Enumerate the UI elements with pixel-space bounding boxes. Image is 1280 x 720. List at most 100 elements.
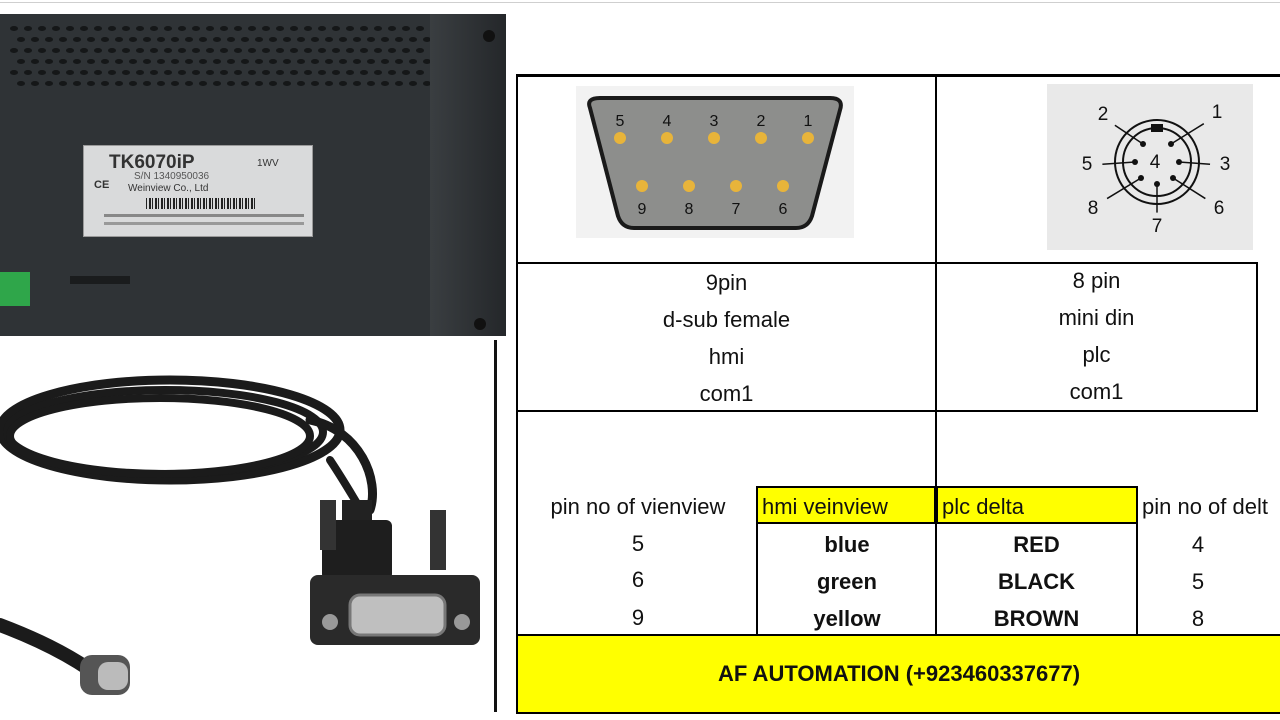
din-pin [1154,181,1160,187]
vent-hole [388,70,396,75]
din-pin-leader [1106,177,1142,200]
vent-hole [360,26,368,31]
table-border [516,410,1258,412]
vent-hole [395,37,403,42]
vent-hole [367,59,375,64]
vent-hole [339,59,347,64]
din-pin-label: 7 [1152,216,1163,237]
vent-hole [122,26,130,31]
vent-hole [213,81,221,86]
row3-hmi-pin: 9 [631,605,645,630]
vent-hole [262,48,270,53]
vent-hole [255,37,263,42]
vent-hole [122,70,130,75]
dsub-pin-label: 8 [685,201,694,218]
vent-hole [311,37,319,42]
vent-hole [17,81,25,86]
vent-hole [31,81,39,86]
vent-hole [416,26,424,31]
vent-hole [164,26,172,31]
ce-mark: CE [94,179,110,191]
vent-hole [199,59,207,64]
vent-hole [115,37,123,42]
vent-hole [199,81,207,86]
vent-hole [409,59,417,64]
vent-hole [304,26,312,31]
table-border [935,74,937,636]
vent-hole [367,81,375,86]
row2-plc-color: BLACK [998,569,1075,594]
vent-hole [143,59,151,64]
dsub-pin-label: 4 [663,113,672,130]
vent-hole [157,37,165,42]
vent-hole [122,48,130,53]
vent-hole [185,81,193,86]
din-pin [1170,175,1176,181]
cable-photo [0,340,497,712]
vent-hole [101,81,109,86]
vent-hole [220,26,228,31]
vent-hole [178,26,186,31]
header-pin-delta: pin no of delt [1142,494,1268,519]
spec-right-1: 8 pin [1072,268,1121,293]
vent-hole [248,70,256,75]
vent-hole [367,37,375,42]
vent-hole [234,26,242,31]
vent-hole [234,70,242,75]
vent-hole [171,37,179,42]
vent-hole [402,48,410,53]
dsub-pin-label: 5 [616,113,625,130]
model-number: TK6070iP [109,152,195,173]
vent-hole [10,48,18,53]
vent-hole [374,48,382,53]
vent-hole [192,70,200,75]
vent-hole [332,48,340,53]
vent-hole [31,37,39,42]
vent-hole [332,70,340,75]
dsub-pin [755,132,767,144]
vent-hole [311,59,319,64]
vent-hole [402,26,410,31]
dsub-pin-label: 3 [710,113,719,130]
vent-hole [325,81,333,86]
vent-hole [192,26,200,31]
vent-hole [192,48,200,53]
footer-banner [518,636,1280,712]
din-pin [1168,141,1174,147]
vent-hole [129,59,137,64]
vent-hole [290,70,298,75]
vent-hole [381,81,389,86]
vent-hole [17,37,25,42]
top-rule [0,2,1280,3]
fine-print [104,222,304,225]
dsub-pin-label: 7 [732,201,741,218]
table-border [516,262,1258,264]
vent-hole [227,37,235,42]
vent-hole [108,48,116,53]
spec-right-2: mini din [1058,305,1135,330]
hmi-bezel-edge [430,14,506,336]
vent-hole [101,37,109,42]
vent-hole [388,48,396,53]
vent-hole [171,59,179,64]
vent-hole [52,48,60,53]
din-pin [1176,159,1182,165]
din-pin-label: 5 [1082,154,1093,175]
vent-hole [346,48,354,53]
din-pin-label: 2 [1098,104,1109,125]
vent-hole [234,48,242,53]
vent-hole [24,26,32,31]
table-border [1256,262,1258,412]
vent-hole [227,59,235,64]
spec-left-3: hmi [708,344,745,369]
vent-hole [80,26,88,31]
vent-hole [297,37,305,42]
row1-plc-color: RED [1013,532,1060,557]
spec-right-3: plc [1082,342,1111,367]
vent-hole [178,48,186,53]
vent-hole [423,81,431,86]
vent-hole [395,81,403,86]
vent-hole [38,48,46,53]
vent-hole [381,59,389,64]
